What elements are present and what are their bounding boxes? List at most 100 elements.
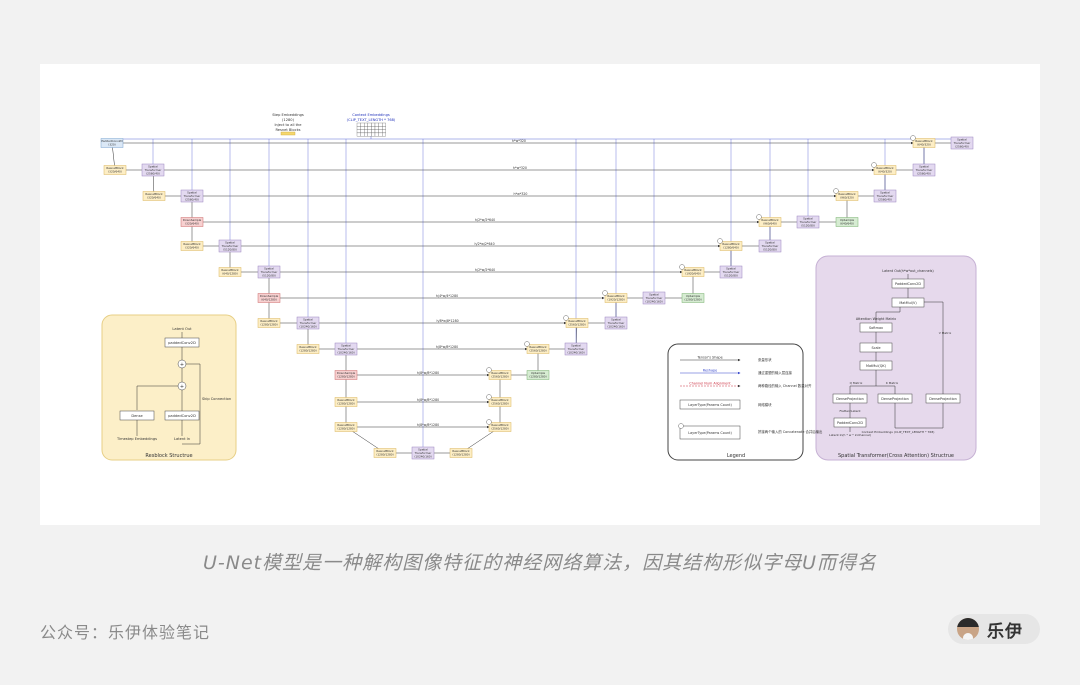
enc-transformer-3-line-3: (5120/80) <box>223 247 237 251</box>
dec-resblock-5-line-2: (1280/640) <box>723 246 739 250</box>
context-grid-cell <box>382 126 386 130</box>
svg-text:+: + <box>180 362 184 368</box>
enc-resblock-6-line-2: (1280/1280) <box>299 349 316 353</box>
shape-label: h*w*320 <box>513 166 527 170</box>
author-badge[interactable]: 乐伊 <box>948 614 1040 644</box>
enc-resblock-5-line-1: ResnetBlock <box>260 319 278 323</box>
shape-label: h/2*w/2*640 <box>475 218 495 222</box>
enc-resblock-3: ResnetBlock(320/640) <box>180 241 204 251</box>
context-grid-cell <box>367 126 372 130</box>
st-latent-out: Latent Out(h*w*out_channels) <box>882 269 934 273</box>
svg-text:+: + <box>180 384 184 390</box>
dec-resblock-8-line-2: (640/320) <box>878 170 892 174</box>
dec-resblock-9-line-1: ResnetBlock <box>915 139 933 143</box>
enc-deep-2-line-1: ResnetBlock <box>337 423 355 427</box>
rb-dense: Dense <box>131 414 143 418</box>
diagram-canvas: Step Embeddings (1280) Inject to all the… <box>40 64 1040 525</box>
concat-icon <box>602 290 608 296</box>
mid-resblock-1: ResnetBlock(1280/1280) <box>373 448 397 458</box>
enc-transformer-2-line-2: Transformer <box>183 194 202 198</box>
shape-label: h/8*w/8*1280 <box>437 319 459 323</box>
enc-transformer-4-line-3: (5120/80) <box>262 273 276 277</box>
dec-upsample-1-line-2: (1280/1280) <box>529 375 546 379</box>
rb-title: Resblock Structrue <box>145 453 192 459</box>
dec-transformer-3-line-3: (10240/160) <box>645 299 662 303</box>
mid-resblock-2: ResnetBlock(1280/1280) <box>449 448 473 458</box>
legend-desc-2: 通过重塑的输入层连接 <box>758 370 793 375</box>
dec-resblock-5: ResnetBlock(1280/640) <box>719 241 743 251</box>
step-embeddings-label: Step Embeddings (1280) Inject to all the… <box>272 113 304 136</box>
padded-conv-input: PaddedConv2D(320) <box>100 138 124 148</box>
dec-deep-3-line-1: ResnetBlock <box>491 371 509 375</box>
dec-deep-2: ResnetBlock(2560/1280) <box>488 397 512 407</box>
dec-resblock-3-line-2: (1920/1280) <box>607 298 624 302</box>
dec-resblock-1: ResnetBlock(2560/1280) <box>526 344 550 354</box>
unet-architecture-diagram: Step Embeddings (1280) Inject to all the… <box>100 113 977 461</box>
enc-downsample-2-line-2: (640/1280) <box>261 298 277 302</box>
context-grid-cell <box>378 129 383 134</box>
figure-caption: U-Net模型是一种解构图像特征的神经网络算法，因其结构形似字母U而得名 <box>202 552 878 574</box>
rb-padded-top: paddedConv2D <box>168 341 196 345</box>
context-grid-cell <box>356 132 361 137</box>
context-embeddings-line-1: Context Embeddings <box>352 113 390 117</box>
st-scale: Scale <box>871 346 880 350</box>
mid-transformer-line-2: Transformer <box>414 451 433 455</box>
enc-downsample-2: DownSample(640/1280) <box>257 293 281 303</box>
enc-transformer-5-line-1: Spatial <box>303 318 313 322</box>
legend-sample-1: Tensor's Shape <box>696 356 722 360</box>
enc-transformer-3-line-2: Transformer <box>221 244 240 248</box>
st-padded-top: PaddedConv2D <box>895 282 921 286</box>
dec-upsample-2-line-2: (1280/1280) <box>684 298 701 302</box>
context-grid-cell <box>360 129 365 134</box>
concat-icon <box>833 188 839 194</box>
context-embeddings-line-2: (CLIP_TEXT_LENGTH * 768) <box>347 118 396 122</box>
dec-transformer-7-line-1: Spatial <box>880 191 890 195</box>
step-embeddings-line-4: Resnet Blocks <box>275 128 300 132</box>
dec-upsample-2: UpSample(1280/1280) <box>681 293 705 303</box>
st-dense-v: DenseProjection <box>929 397 956 401</box>
context-grid-cell <box>382 129 386 134</box>
dec-upsample-3: UpSample(640/640) <box>835 217 859 227</box>
concat-icon <box>524 341 530 347</box>
dec-deep-1: ResnetBlock(2560/1280) <box>488 422 512 432</box>
shape-label: h/8*w/8*1280 <box>417 423 439 427</box>
dec-transformer-8-line-2: Transformer <box>915 168 934 172</box>
context-grid-cell <box>371 126 376 130</box>
dec-resblock-6: ResnetBlock(960/640) <box>758 217 782 227</box>
enc-resblock-1-line-1: ResnetBlock <box>106 166 124 170</box>
dec-resblock-3: ResnetBlock(1920/1280) <box>604 293 628 303</box>
legend-desc-5: 拼接两个输入的 Concatenate 合并后输出 <box>758 429 823 434</box>
dec-transformer-5-line-1: Spatial <box>765 241 775 245</box>
concat-icon <box>756 214 762 220</box>
enc-resblock-1-line-2: (320/640) <box>108 170 122 174</box>
enc-transformer-3-line-1: Spatial <box>225 241 235 245</box>
dec-transformer-1-line-1: Spatial <box>571 344 581 348</box>
dec-transformer-5-line-2: Transformer <box>761 244 780 248</box>
enc-downsample-3-line-1: DownSample <box>337 371 356 375</box>
dec-resblock-2: ResnetBlock(2560/1280) <box>565 318 589 328</box>
context-grid-cell <box>367 122 372 127</box>
enc-resblock-4-line-2: (640/1280) <box>222 272 238 276</box>
avatar <box>957 618 979 640</box>
dec-upsample-3-line-2: (640/640) <box>840 222 854 226</box>
dec-transformer-6-line-2: Transformer <box>799 220 818 224</box>
context-grid-cell <box>364 126 368 130</box>
enc-resblock-4-line-1: ResnetBlock <box>221 268 239 272</box>
dec-resblock-4: ResnetBlock(1920/640) <box>681 267 705 277</box>
context-grid-cell <box>360 126 365 130</box>
context-grid-cell <box>360 122 365 127</box>
enc-deep-1-line-1: ResnetBlock <box>337 398 355 402</box>
context-grid-cell <box>364 129 368 134</box>
dec-transformer-4-line-3: (5120/80) <box>724 273 738 277</box>
concat-icon <box>486 367 492 373</box>
st-latent-in: Latent In(h * w * inChannel) <box>829 433 871 437</box>
account-label: 公众号：乐伊体验笔记 <box>40 623 211 642</box>
shape-label: h/4*w/4*1280 <box>436 294 458 298</box>
enc-transformer-6-line-1: Spatial <box>341 344 351 348</box>
